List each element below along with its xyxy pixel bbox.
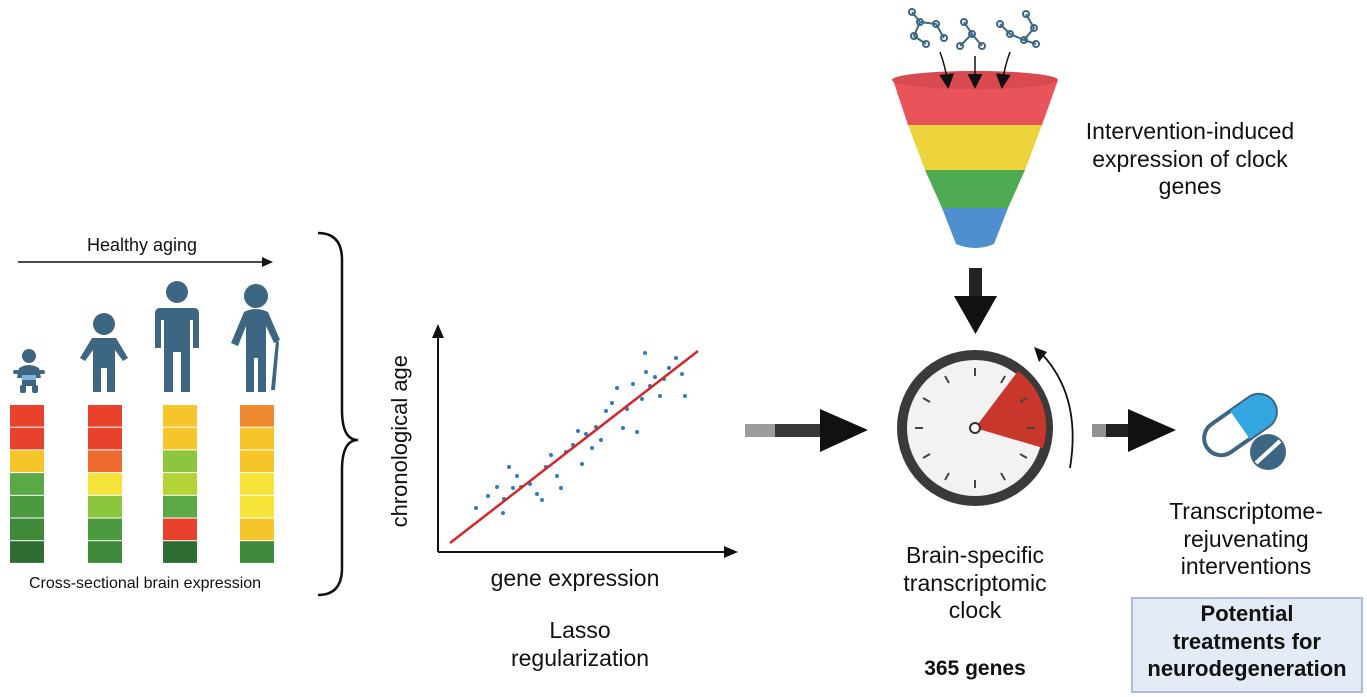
child-icon <box>80 313 128 392</box>
scatter-point <box>495 485 499 489</box>
heatmap-cell <box>10 473 44 495</box>
scatter-point <box>584 432 588 436</box>
intervention-label: Intervention-induced expression of clock… <box>1085 118 1295 200</box>
clock-tick <box>944 375 950 384</box>
scatter-point <box>515 474 519 478</box>
heatmap-cell <box>88 541 122 563</box>
scatter-point <box>604 409 608 413</box>
clock-tick <box>1000 375 1006 384</box>
scatter-point <box>615 386 619 390</box>
funnel-icon <box>892 71 1058 248</box>
clock-icon <box>897 347 1074 506</box>
scatter-point <box>621 426 625 430</box>
potential-treatments-box <box>1131 597 1363 693</box>
cross-sectional-label: Cross-sectional brain expression <box>28 575 262 592</box>
heatmap-cell <box>240 495 274 518</box>
scatter-point <box>599 438 603 442</box>
genes-count-label: 365 genes <box>924 657 1026 680</box>
heatmap-cell <box>10 450 44 473</box>
scatter-point <box>653 375 657 379</box>
scatter-points <box>474 351 687 515</box>
heatmap-cell <box>163 427 197 450</box>
plot-axes <box>432 324 738 558</box>
healthy-aging-label: Healthy aging <box>86 235 198 255</box>
clock-tick <box>1019 397 1028 403</box>
scatter-point <box>580 462 584 466</box>
scatter-point <box>555 474 559 478</box>
molecules-icon <box>908 8 1040 50</box>
axis-y-label: chronological age <box>386 354 412 528</box>
expression-heatmap <box>10 405 274 563</box>
heatmap-cell <box>88 427 122 450</box>
clock-tick <box>1019 453 1028 459</box>
arrow-down-to-clock <box>954 268 997 334</box>
rejuvenating-label: Transcriptome- rejuvenating intervention… <box>1169 498 1323 580</box>
heatmap-cell <box>163 473 197 495</box>
scatter-point <box>511 486 515 490</box>
heatmap-cell <box>88 495 122 518</box>
heatmap-cell <box>10 541 44 563</box>
heatmap-cell <box>240 450 274 473</box>
heatmap-cell <box>10 405 44 427</box>
heatmap-cell <box>240 518 274 541</box>
clock-label: Brain-specific transcriptomic clock <box>903 542 1047 624</box>
scatter-point <box>640 397 644 401</box>
clock-tick <box>922 453 931 459</box>
regression-line <box>449 350 699 544</box>
healthy-aging-arrow <box>18 257 273 267</box>
baby-icon <box>13 349 45 393</box>
heatmap-cell <box>240 405 274 427</box>
potential-treatments-label: Potential treatments for neurodegenerati… <box>1147 601 1347 681</box>
scatter-point <box>474 506 478 510</box>
heatmap-cell <box>10 495 44 518</box>
molecule-arrows <box>939 51 1011 89</box>
scatter-point <box>486 494 490 498</box>
clock-tick <box>944 472 950 481</box>
scatter-point <box>631 382 635 386</box>
heatmap-cell <box>10 518 44 541</box>
scatter-point <box>644 370 648 374</box>
pill-icon <box>1202 392 1286 470</box>
scatter-point <box>667 366 671 370</box>
clock-tick <box>922 397 931 403</box>
heatmap-cell <box>88 450 122 473</box>
scatter-point <box>576 429 580 433</box>
heatmap-cell <box>163 450 197 473</box>
heatmap-cell <box>240 427 274 450</box>
scatter-point <box>674 356 678 360</box>
heatmap-cell <box>88 405 122 427</box>
heatmap-cell <box>163 405 197 427</box>
heatmap-cell <box>163 541 197 563</box>
curly-brace <box>317 231 359 597</box>
heatmap-cell <box>163 495 197 518</box>
arrow-to-pill <box>1092 409 1176 452</box>
elderly-icon <box>231 284 280 392</box>
clock-tick <box>1000 472 1006 481</box>
heatmap-cell <box>88 518 122 541</box>
scatter-point <box>680 372 684 376</box>
axis-x-label: gene expression <box>490 565 660 591</box>
scatter-point <box>658 394 662 398</box>
scatter-point <box>549 453 553 457</box>
scatter-point <box>559 486 563 490</box>
scatter-point <box>590 446 594 450</box>
heatmap-cell <box>163 518 197 541</box>
scatter-point <box>635 430 639 434</box>
heatmap-cell <box>88 473 122 495</box>
lasso-label: Lasso regularization <box>510 617 650 671</box>
scatter-point <box>501 511 505 515</box>
heatmap-cell <box>240 473 274 495</box>
adult-icon <box>155 281 199 392</box>
scatter-point <box>535 492 539 496</box>
scatter-point <box>610 401 614 405</box>
scatter-point <box>683 394 687 398</box>
arrow-to-clock <box>745 409 868 452</box>
scatter-point <box>540 498 544 502</box>
scatter-point <box>507 465 511 469</box>
heatmap-cell <box>240 541 274 563</box>
heatmap-cell <box>10 427 44 450</box>
scatter-point <box>643 351 647 355</box>
